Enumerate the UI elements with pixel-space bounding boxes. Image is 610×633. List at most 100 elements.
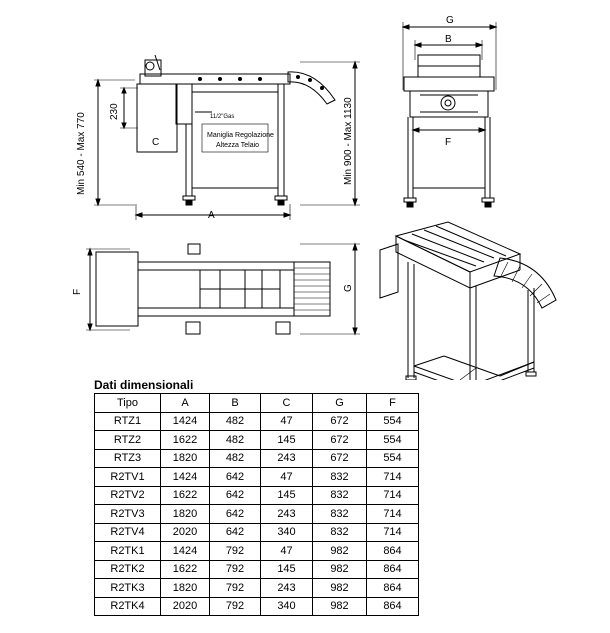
wrench-label: 11/2"Gas [210,114,234,120]
cell-f: 714 [366,467,419,487]
table-row: R2TK1 1424 792 47 982 864 [94,541,419,561]
note-line2: Altezza Telaio [216,142,259,149]
cell-c: 243 [260,504,313,524]
table-row: R2TV2 1622 642 145 832 714 [94,485,419,505]
cell-a: 1820 [160,448,210,468]
f-label-front: F [445,137,451,148]
cell-f: 864 [366,559,419,579]
cell-b: 792 [209,541,261,561]
cell-c: 145 [260,430,313,450]
a-label: A [208,210,215,221]
cell-g: 672 [312,411,367,431]
header-g: G [312,393,367,413]
cell-b: 642 [209,522,261,542]
cell-c: 47 [260,467,313,487]
cell-c: 47 [260,541,313,561]
cell-b: 792 [209,578,261,598]
cell-tipo: R2TK3 [94,578,161,598]
table-row: R2TV3 1820 642 243 832 714 [94,504,419,524]
cell-c: 243 [260,448,313,468]
cell-f: 554 [366,411,419,431]
cell-a: 1622 [160,559,210,579]
front-view: G B F [401,15,498,208]
cell-tipo: R2TV3 [94,504,161,524]
cell-f: 554 [366,430,419,450]
table-header-row: Tipo A B C G F [94,393,419,413]
min-max-left-label: Min 540 - Max 770 [76,112,87,195]
cell-c: 243 [260,578,313,598]
top-view: F G [72,242,360,336]
min-max-right-label: Min 900 - Max 1130 [343,97,354,185]
cell-g: 832 [312,504,367,524]
dim-230-label: 230 [109,103,120,120]
cell-tipo: R2TK4 [94,596,161,616]
note-line1: Maniglia Regolazione [207,132,274,139]
cell-c: 47 [260,411,313,431]
cell-a: 1424 [160,411,210,431]
cell-g: 982 [312,541,367,561]
table-row: R2TV1 1424 642 47 832 714 [94,467,419,487]
cell-g: 982 [312,578,367,598]
cell-a: 1820 [160,504,210,524]
cell-tipo: R2TK2 [94,559,161,579]
cell-f: 554 [366,448,419,468]
cell-b: 482 [209,411,261,431]
header-c: C [260,393,313,413]
cell-c: 145 [260,559,313,579]
cell-f: 864 [366,541,419,561]
table-row: R2TK2 1622 792 145 982 864 [94,559,419,579]
cell-c: 145 [260,485,313,505]
cell-f: 714 [366,522,419,542]
isometric-view [379,221,557,380]
cell-b: 642 [209,504,261,524]
cell-tipo: R2TV4 [94,522,161,542]
header-tipo: Tipo [94,393,161,413]
table-row: R2TK3 1820 792 243 982 864 [94,578,419,598]
cell-tipo: R2TV2 [94,485,161,505]
cell-b: 642 [209,485,261,505]
f-label-top: F [72,289,83,295]
dimensions-table: Tipo A B C G F RTZ1 1424 482 47 672 554 … [94,393,419,616]
cell-g: 672 [312,448,367,468]
header-a: A [160,393,210,413]
cell-tipo: R2TV1 [94,467,161,487]
cell-a: 1622 [160,485,210,505]
cell-b: 482 [209,448,261,468]
cell-b: 482 [209,430,261,450]
g-label-top: G [343,284,354,292]
technical-drawings: Min 540 - Max 770 230 C [72,15,557,380]
cell-f: 864 [366,596,419,616]
cell-c: 340 [260,596,313,616]
cell-a: 2020 [160,522,210,542]
cell-b: 792 [209,596,261,616]
header-b: B [209,393,261,413]
cell-g: 982 [312,559,367,579]
cell-b: 792 [209,559,261,579]
table-row: R2TV4 2020 642 340 832 714 [94,522,419,542]
header-f: F [366,393,419,413]
g-label-front: G [446,15,454,26]
cell-g: 982 [312,596,367,616]
cell-b: 642 [209,467,261,487]
cell-tipo: RTZ3 [94,448,161,468]
cell-a: 1820 [160,578,210,598]
cell-g: 832 [312,485,367,505]
cell-tipo: RTZ1 [94,411,161,431]
cell-a: 2020 [160,596,210,616]
table-row: RTZ3 1820 482 243 672 554 [94,448,419,468]
table-row: RTZ1 1424 482 47 672 554 [94,411,419,431]
cell-f: 864 [366,578,419,598]
cell-f: 714 [366,485,419,505]
c-label: C [152,137,159,148]
table-row: RTZ2 1622 482 145 672 554 [94,430,419,450]
table-row: R2TK4 2020 792 340 982 864 [94,596,419,616]
cell-tipo: R2TK1 [94,541,161,561]
cell-a: 1622 [160,430,210,450]
cell-a: 1424 [160,541,210,561]
cell-g: 672 [312,430,367,450]
cell-f: 714 [366,504,419,524]
cell-tipo: RTZ2 [94,430,161,450]
cell-g: 832 [312,467,367,487]
table-title: Dati dimensionali [94,378,194,392]
cell-c: 340 [260,522,313,542]
